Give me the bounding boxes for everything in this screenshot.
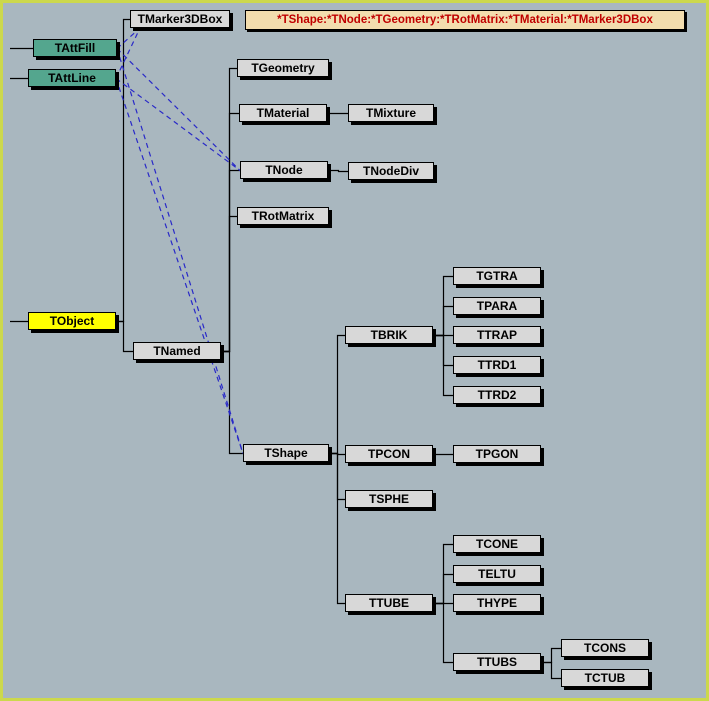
class-box-ttubs[interactable]: TTUBS <box>453 653 541 671</box>
edge-ttubs-tcons <box>541 647 561 664</box>
class-box-ttrd2[interactable]: TTRD2 <box>453 386 541 404</box>
edge-tnamed-trotmatrix <box>221 215 237 353</box>
edge-tbrik-ttrd2 <box>433 334 453 397</box>
edge-tnode-tnodediv <box>328 169 348 173</box>
class-box-tpgon[interactable]: TPGON <box>453 445 541 463</box>
edge-tobject-tmarker3dbox <box>116 18 130 323</box>
edge-tbrik-tpara <box>433 305 453 337</box>
class-box-tctub[interactable]: TCTUB <box>561 669 649 687</box>
edge-tshape-ttube <box>329 452 345 605</box>
class-box-tpara[interactable]: TPARA <box>453 297 541 315</box>
class-box-tpcon[interactable]: TPCON <box>345 445 433 463</box>
class-box-tobject[interactable]: TObject <box>28 312 116 330</box>
class-box-tattfill[interactable]: TAttFill <box>33 39 117 57</box>
class-box-tmixture[interactable]: TMixture <box>348 104 434 122</box>
edge-ttubs-tctub <box>541 661 561 680</box>
class-box-tattline[interactable]: TAttLine <box>28 69 116 87</box>
edge-ttube-ttubs <box>433 602 453 664</box>
inherit-tattline-tshape <box>115 78 244 454</box>
edge-tobject-tnamed <box>116 320 133 353</box>
class-box-ttrd1[interactable]: TTRD1 <box>453 356 541 374</box>
class-box-tnodediv[interactable]: TNodeDiv <box>348 162 434 180</box>
class-box-tnode[interactable]: TNode <box>240 161 328 179</box>
inherit-tattfill-tnode <box>116 48 241 171</box>
edge-tnamed-tnode <box>221 169 240 353</box>
edge-ttube-teltu <box>433 573 453 605</box>
inheritance-chain-title: *TShape:*TNode:*TGeometry:*TRotMatrix:*T… <box>245 10 685 30</box>
class-box-tbrik[interactable]: TBRIK <box>345 326 433 344</box>
edge-tshape-tbrik <box>329 334 345 455</box>
inherit-tattfill-tshape <box>116 48 244 454</box>
class-box-tgeometry[interactable]: TGeometry <box>237 59 329 77</box>
class-box-tnamed[interactable]: TNamed <box>133 342 221 360</box>
class-box-ttube[interactable]: TTUBE <box>345 594 433 612</box>
inherit-tattline-tnode <box>115 78 241 171</box>
class-box-trotmatrix[interactable]: TRotMatrix <box>237 207 329 225</box>
inherit-tattline-tmarker3dbox <box>115 27 141 79</box>
class-box-thype[interactable]: THYPE <box>453 594 541 612</box>
class-box-tshape[interactable]: TShape <box>243 444 329 462</box>
class-box-tmaterial[interactable]: TMaterial <box>239 104 327 122</box>
class-box-teltu[interactable]: TELTU <box>453 565 541 583</box>
class-box-tgtra[interactable]: TGTRA <box>453 267 541 285</box>
class-box-tcone[interactable]: TCONE <box>453 535 541 553</box>
class-box-ttrap[interactable]: TTRAP <box>453 326 541 344</box>
class-box-tmarker3dbox[interactable]: TMarker3DBox <box>130 10 230 28</box>
class-box-tcons[interactable]: TCONS <box>561 639 649 657</box>
class-box-tsphe[interactable]: TSPHE <box>345 490 433 508</box>
inherit-tattfill-tmarker3dbox <box>116 27 141 49</box>
edge-tnamed-tshape <box>221 350 243 455</box>
